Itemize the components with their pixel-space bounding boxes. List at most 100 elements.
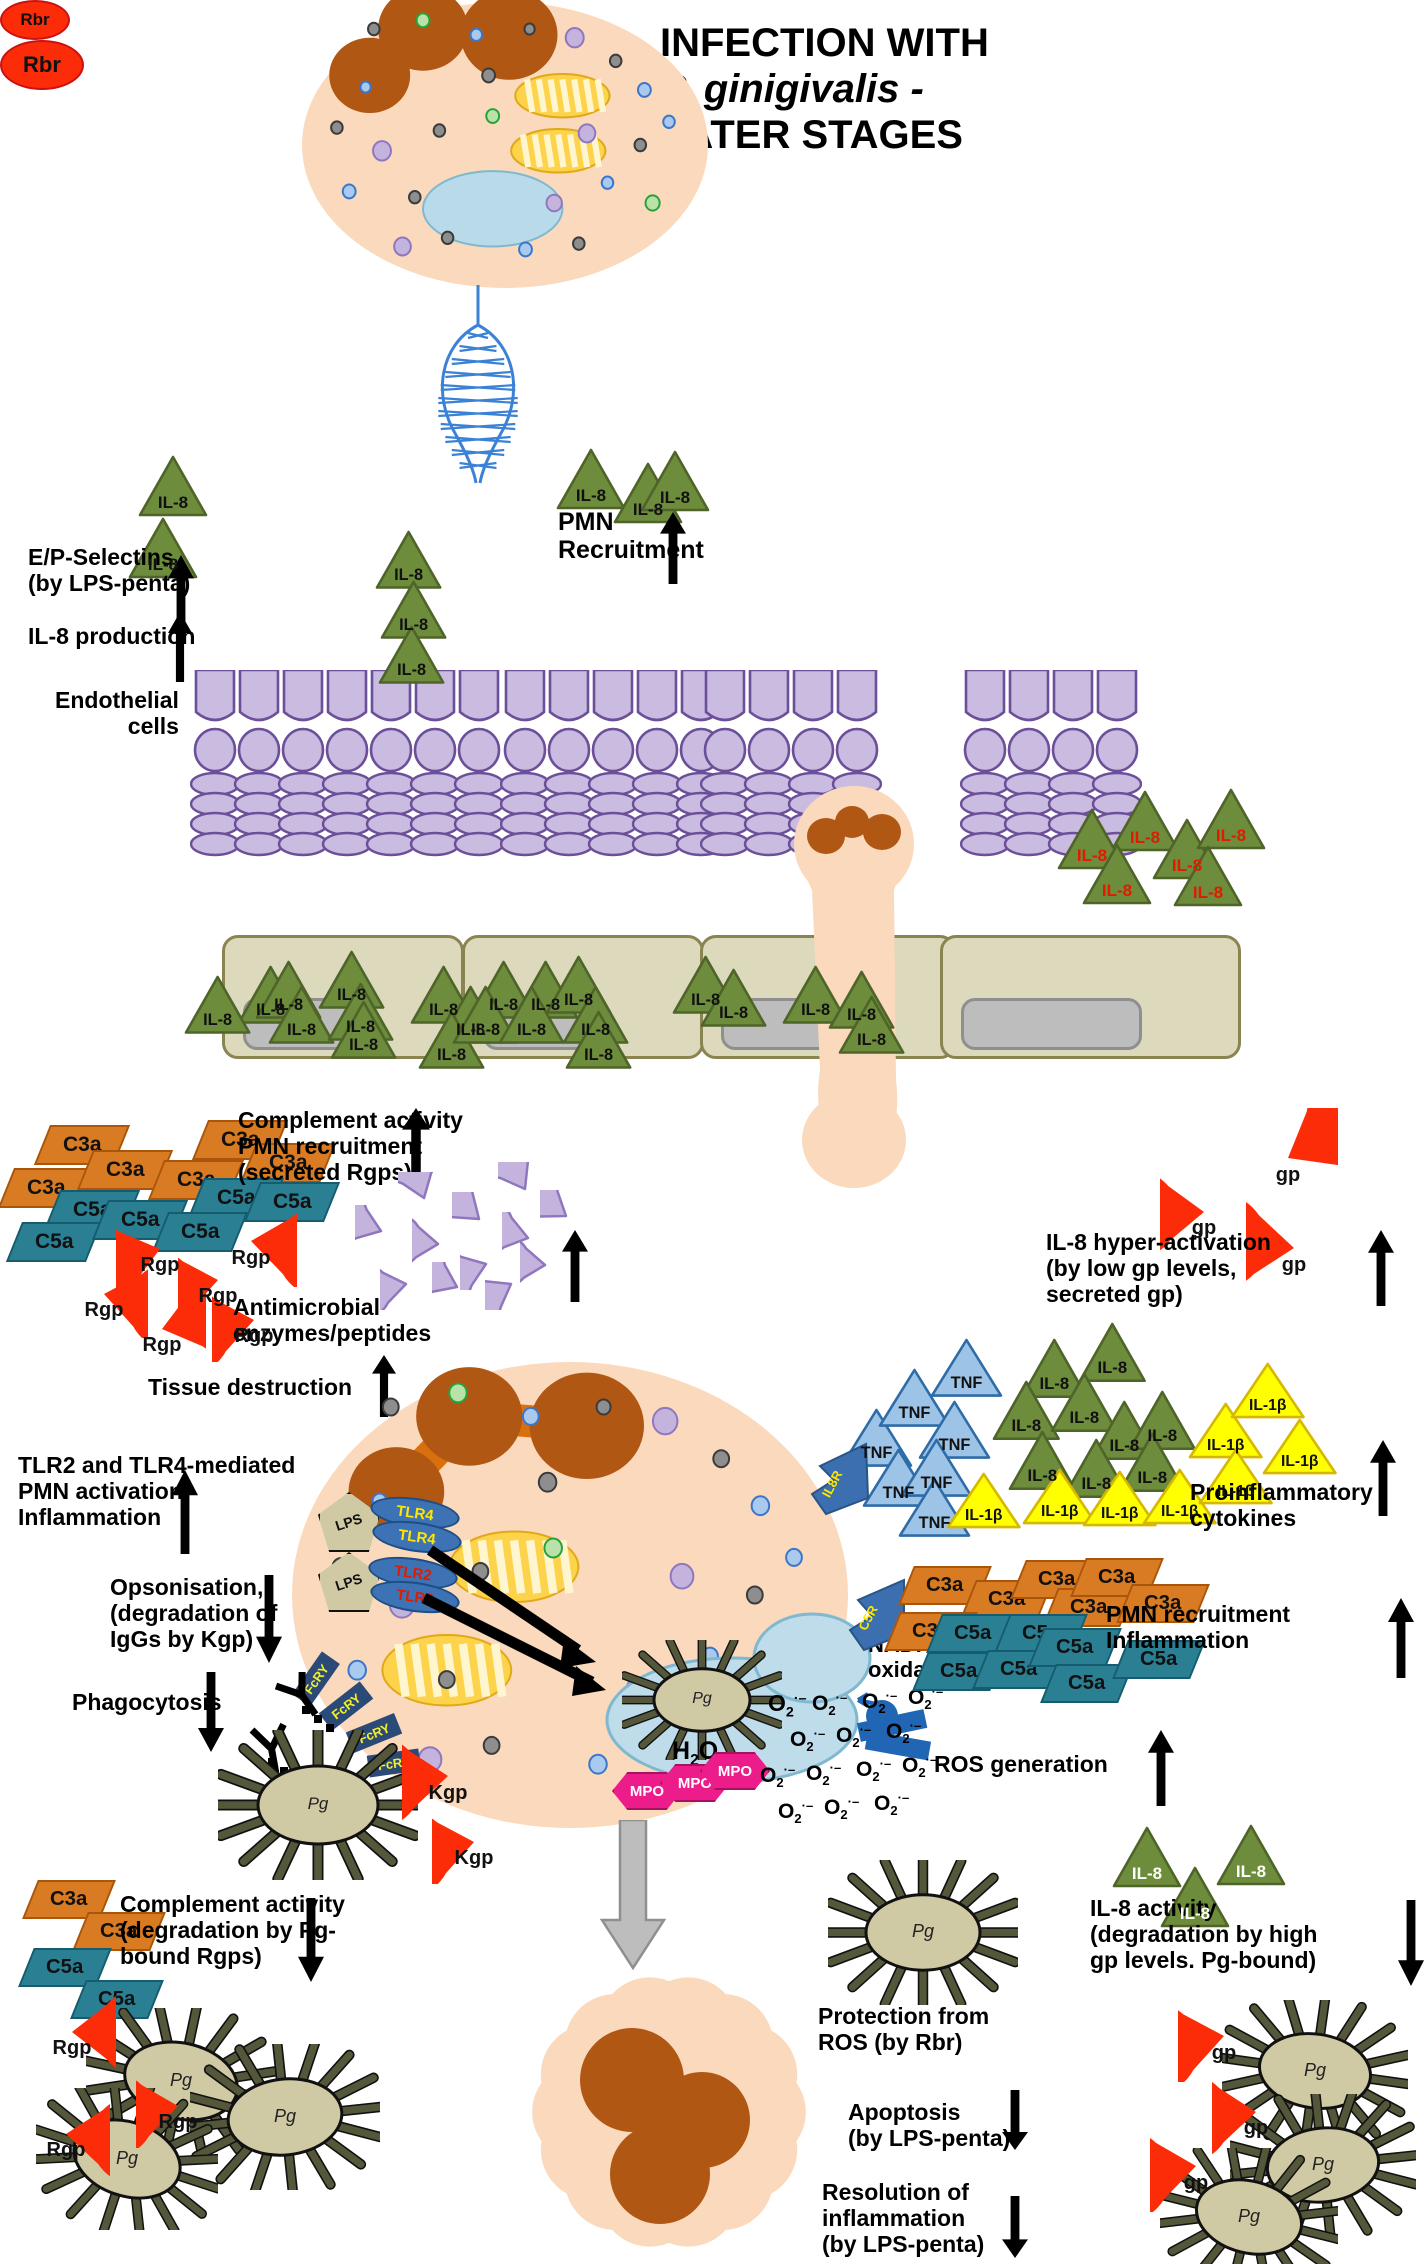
- lps-label: LPS: [333, 1570, 365, 1594]
- bacterium-shape: [218, 1730, 418, 1880]
- label-endothelial-cells: Endothelial cells: [55, 687, 179, 739]
- molecule-label: IL-8: [437, 1046, 467, 1065]
- pacman-shape: [1212, 2074, 1256, 2156]
- il8-triangle: IL-8: [1118, 1432, 1187, 1493]
- pacman-shape: [1246, 1200, 1294, 1290]
- bacterium-label: Pg: [692, 1690, 712, 1707]
- triangle-shape: [1196, 788, 1266, 850]
- molecule-label: IL-8: [394, 566, 424, 585]
- molecule-label: C3a: [50, 1887, 88, 1910]
- label-complement-secreted: Complement activity PMN recruitment (sec…: [238, 1107, 463, 1185]
- triangle-shape: [1110, 790, 1180, 852]
- rbr-badge-protection: Rbr: [0, 40, 84, 90]
- il1b-triangle: IL-1β: [1082, 1470, 1157, 1527]
- molecule-label: C3a: [926, 1573, 964, 1596]
- arrow-ros-generation: [1148, 1730, 1174, 1806]
- molecule-label: IL-8: [719, 1004, 749, 1023]
- triangle-shape: [498, 985, 565, 1044]
- triangle-shape: [452, 985, 519, 1044]
- arrow-il8-hyperactivation: [1368, 1230, 1394, 1306]
- pg-bound-bacterium-2: Pg: [190, 2044, 380, 2190]
- il8-triangle: IL-8: [268, 985, 335, 1045]
- enzyme-label: gp: [1281, 1253, 1307, 1276]
- molecule-label: IL-8: [471, 1021, 501, 1040]
- enzyme-label: Kgp: [428, 1781, 468, 1804]
- mpo-label: MPO: [677, 1774, 713, 1792]
- pacman-shape: [1178, 2002, 1224, 2082]
- molecule-label: IL-8: [337, 986, 367, 1005]
- molecule-label: IL-8: [489, 996, 519, 1015]
- rgp-gingipain: Rgp: [116, 1205, 204, 1293]
- rbr-label: Rbr: [20, 10, 50, 29]
- antimicrobial-granule: [452, 1192, 506, 1246]
- triangle-shape: [782, 965, 849, 1024]
- rgp-gingipain: Rgp: [136, 2064, 220, 2148]
- il8-triangle: IL-8: [1173, 845, 1243, 907]
- il8-triangle: IL-8: [184, 975, 251, 1035]
- molecule-label: IL-8: [1097, 1358, 1128, 1378]
- gp-gingipain: gp: [1212, 2068, 1300, 2156]
- pacman-shape: [136, 2073, 178, 2148]
- molecule-label: IL-8: [397, 661, 427, 680]
- il8-triangle: IL-8: [1196, 788, 1266, 850]
- bacterium-shape: [1222, 2000, 1408, 2142]
- il8-triangle: IL-8: [1110, 790, 1180, 852]
- molecule-label: IL-8: [349, 1036, 379, 1055]
- enzyme-label: Rgp: [158, 2111, 198, 2134]
- molecule-label: IL-8: [531, 996, 561, 1015]
- arrow-tissue-destruction: [372, 1355, 396, 1417]
- il8-triangle: IL-8: [782, 965, 849, 1025]
- label-il8-hyperactivation: IL-8 hyper-activation (by low gp levels,…: [1046, 1229, 1271, 1307]
- label-apoptosis: Apoptosis (by LPS-penta): [848, 2099, 1011, 2151]
- granule-shape: [412, 1218, 440, 1268]
- mpo-label: MPO: [629, 1782, 665, 1800]
- molecule-label: IL-8: [1215, 825, 1247, 845]
- superoxide-radical: O2·–: [760, 1762, 796, 1791]
- molecule-label: TNF: [950, 1374, 983, 1393]
- granule-shape: [452, 1192, 481, 1221]
- granule-shape: [540, 1190, 568, 1220]
- enzyme-label: Rgp: [234, 1325, 274, 1348]
- granule-shape: [398, 1172, 437, 1200]
- il8-triangle: IL-8: [565, 1010, 632, 1070]
- antimicrobial-granule: [355, 1205, 407, 1257]
- label-il8-production: IL-8 production: [28, 623, 196, 649]
- molecule-label: TNF: [860, 1444, 893, 1463]
- gp-bound-bacterium-1: Pg: [1222, 2000, 1408, 2142]
- molecule-label: IL-1β: [1161, 1502, 1199, 1520]
- molecule-label: IL-8: [1137, 1468, 1168, 1488]
- enzyme-label: Rgp: [198, 1284, 238, 1307]
- molecule-label: TNF: [898, 1404, 931, 1423]
- il8-triangle: IL-8: [700, 968, 767, 1028]
- enzyme-label: Rgp: [231, 1246, 271, 1269]
- top-pmn-cell: [302, 0, 708, 288]
- bacterium-label: Pg: [1237, 2205, 1261, 2226]
- triangle-shape: [556, 448, 626, 510]
- pacman-shape: [1150, 2130, 1196, 2212]
- enzyme-label: gp: [1211, 2041, 1237, 2064]
- triangle-shape: [946, 1472, 1021, 1529]
- molecule-label: IL-1β: [965, 1506, 1003, 1524]
- molecule-label: IL-8: [1039, 1374, 1070, 1394]
- label-phagocytosis: Phagocytosis: [72, 1689, 222, 1715]
- il8-triangle: IL-8: [1020, 1338, 1089, 1399]
- triangle-shape: [1118, 1432, 1186, 1493]
- triangle-shape: [838, 995, 905, 1054]
- antimicrobial-granule: [398, 1172, 450, 1224]
- gp-gingipain: gp: [1238, 1108, 1338, 1208]
- triangle-shape: [268, 985, 335, 1044]
- il8-triangle: IL-8: [1050, 1372, 1119, 1433]
- arrow-complement-pg-bound: [298, 1898, 324, 1982]
- molecule-label: IL-8: [1069, 1408, 1100, 1428]
- molecule-label: IL-1β: [1207, 1436, 1245, 1454]
- superoxide-radical: O2·–: [862, 1688, 898, 1717]
- granule-shape: [380, 1264, 408, 1310]
- molecule-label: IL-8: [346, 1018, 376, 1037]
- molecule-label: IL-8: [1076, 845, 1108, 865]
- triangle-shape: [1188, 1402, 1263, 1459]
- il8-triangle: IL-8: [378, 625, 445, 685]
- bacterium-label: Pg: [911, 1921, 935, 1942]
- label-pmn-recruitment-top: PMN Recruitment: [558, 508, 704, 564]
- molecule-label: C5a: [1068, 1671, 1106, 1694]
